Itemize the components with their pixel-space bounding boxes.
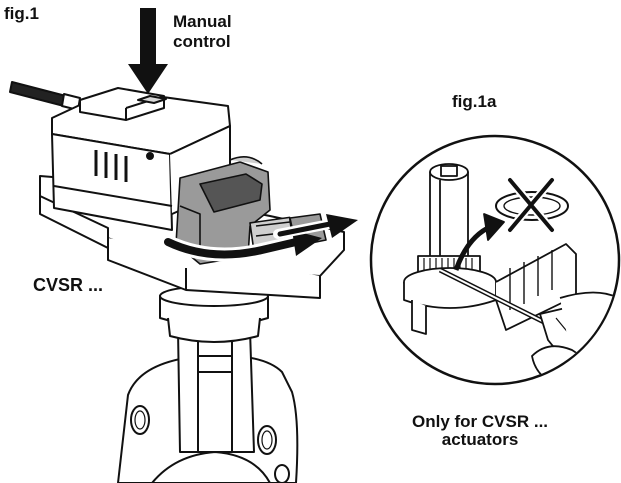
manual-control-line2: control (173, 32, 231, 51)
note-line2: actuators (441, 430, 519, 449)
bolt-hole (134, 410, 146, 430)
figure-label: fig.1 (4, 4, 39, 23)
bolt-hole (261, 430, 273, 450)
power-cable (9, 81, 67, 107)
push-arrow-icon (128, 8, 168, 94)
manual-control-line1: Manual (173, 12, 232, 31)
note-label: Only for CVSR ... actuators (412, 413, 548, 449)
retaining-ring (495, 191, 569, 221)
note-line1: Only for CVSR ... (412, 412, 549, 431)
manual-control-button (79, 87, 165, 121)
valve-shaft (429, 171, 469, 261)
indicator-dot (146, 152, 154, 160)
manual-control-label: Manual control (173, 12, 232, 52)
cross-icon (506, 176, 556, 234)
detail-view (369, 134, 621, 386)
actuator-housing (9, 81, 231, 231)
remove-arrow-icon (273, 214, 358, 239)
rotate-arrow-icon (161, 230, 322, 262)
detail-figure-label: fig.1a (452, 92, 497, 111)
bolt-hole (274, 464, 290, 483)
model-label: CVSR ... (33, 275, 104, 295)
valve-body (117, 285, 299, 483)
valve-neck (177, 329, 255, 453)
